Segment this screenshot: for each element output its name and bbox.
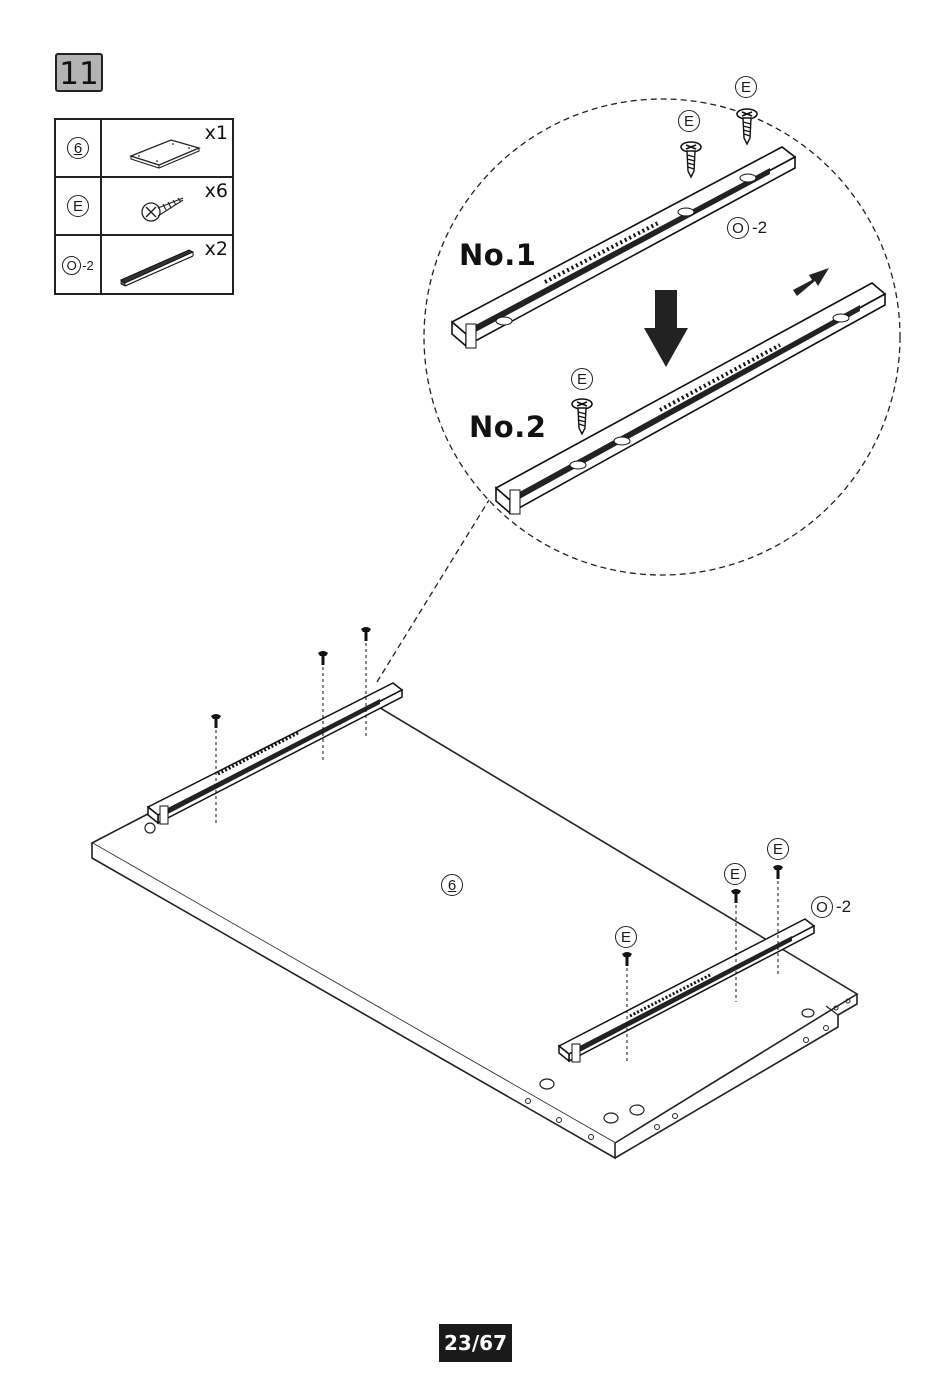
panel-6: [92, 700, 857, 1158]
detail-screw-2: [737, 109, 757, 144]
panel-label: 6: [441, 874, 463, 896]
rail-1-label: No.1: [459, 238, 536, 272]
detail-rail-2: [496, 283, 885, 514]
detail-screw-label: E: [735, 76, 757, 98]
down-arrow-icon: [644, 290, 688, 367]
screw-label: E: [615, 926, 637, 948]
slide-out-arrow-icon: [793, 268, 829, 296]
slide-label: O-2: [811, 896, 851, 918]
screw-label: E: [767, 838, 789, 860]
detail-screw-3: [572, 399, 592, 434]
screw-label: E: [724, 863, 746, 885]
detail-screw-label: E: [571, 368, 593, 390]
rail-2-label: No.2: [469, 410, 546, 444]
page-number: 23/67: [439, 1324, 512, 1362]
detail-screw-1: [681, 142, 701, 177]
detail-screw-label: E: [678, 110, 700, 132]
detail-callout: [377, 99, 900, 682]
detail-slide-label: O-2: [727, 217, 767, 239]
